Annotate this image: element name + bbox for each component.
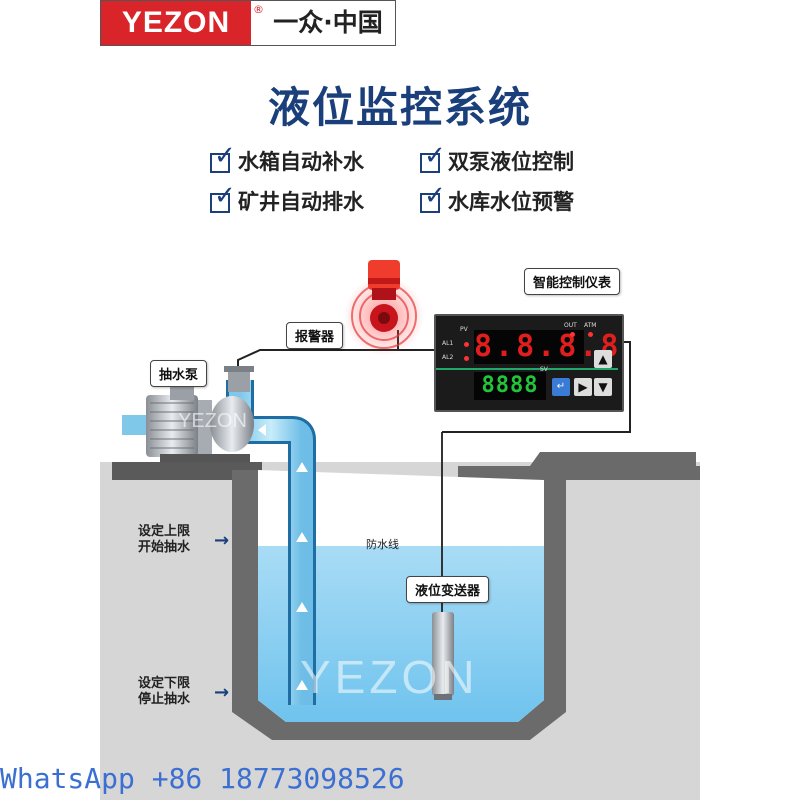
tank-wall bbox=[232, 470, 566, 740]
pump-tag: 抽水泵 bbox=[150, 360, 208, 387]
feature-label: 矿井自动排水 bbox=[238, 190, 364, 214]
play-button[interactable]: ▶ bbox=[574, 378, 592, 396]
suction-pipe bbox=[229, 380, 313, 705]
lower-limit-label: 设定下限 停止抽水 bbox=[138, 676, 191, 707]
set-button[interactable]: ↵ bbox=[552, 378, 570, 396]
pump-watermark: YEZON bbox=[178, 410, 247, 432]
checkmark-icon: ✓ bbox=[210, 143, 236, 173]
feature-label: 双泵液位控制 bbox=[448, 150, 574, 174]
footer-contact[interactable]: WhatsApp +86 18773098526 bbox=[0, 762, 405, 795]
atm-label: ATM bbox=[584, 322, 597, 329]
alarm-light bbox=[368, 260, 400, 290]
pump-base-slab bbox=[112, 462, 262, 480]
sv-display: 8888 bbox=[474, 372, 546, 400]
feature-label: 水箱自动补水 bbox=[238, 150, 364, 174]
out-label: OUT bbox=[564, 322, 577, 329]
checkmark-icon: ✓ bbox=[420, 183, 446, 213]
checkmark-icon: ✓ bbox=[210, 183, 236, 213]
al2-indicator bbox=[464, 356, 469, 361]
al1-indicator bbox=[464, 342, 469, 347]
registered-mark: ® bbox=[253, 3, 264, 16]
page-title: 液位监控系统 bbox=[267, 83, 532, 132]
up-button[interactable]: ▲ bbox=[594, 350, 612, 368]
controller-tag: 智能控制仪表 bbox=[524, 268, 621, 295]
feature-item: ✓双泵液位控制 bbox=[420, 143, 574, 176]
feature-item: ✓矿井自动排水 bbox=[210, 183, 364, 216]
feature-item: ✓水库水位预警 bbox=[420, 183, 574, 216]
al2-label: AL2 bbox=[442, 354, 454, 361]
al1-label: AL1 bbox=[442, 340, 454, 347]
smart-controller: PV AL1 AL2 8.8.8.8 OUT ATM ▲ SV 8888 ↵ ▶… bbox=[434, 314, 624, 412]
upper-limit-label: 设定上限 开始抽水 bbox=[138, 524, 191, 555]
feature-label: 水库水位预警 bbox=[448, 190, 574, 214]
down-button[interactable]: ▼ bbox=[594, 378, 612, 396]
pv-label: PV bbox=[460, 326, 468, 333]
brand-logo: YEZON ® 一众·中国 bbox=[100, 0, 396, 46]
alarm-tag: 报警器 bbox=[286, 322, 344, 349]
ground-edge-right bbox=[458, 452, 700, 480]
waterline-label: 防水线 bbox=[366, 538, 399, 551]
arrow-right-icon: → bbox=[214, 682, 230, 703]
pv-display: 8.8.8.8 bbox=[474, 329, 622, 364]
checkmark-icon: ✓ bbox=[420, 143, 446, 173]
watermark: YEZON bbox=[300, 651, 479, 703]
logo-text: YEZON bbox=[101, 1, 251, 45]
flow-arrows bbox=[258, 424, 308, 690]
atm-indicator bbox=[588, 332, 593, 337]
out-indicator bbox=[570, 332, 575, 337]
pump bbox=[146, 366, 254, 462]
sv-label: SV bbox=[540, 366, 548, 373]
level-transmitter-probe bbox=[432, 612, 454, 696]
feature-item: ✓水箱自动补水 bbox=[210, 143, 364, 176]
transmitter-tag: 液位变送器 bbox=[406, 576, 490, 603]
arrow-right-icon: → bbox=[214, 530, 230, 551]
logo-chinese-text: 一众·中国 bbox=[273, 8, 383, 37]
